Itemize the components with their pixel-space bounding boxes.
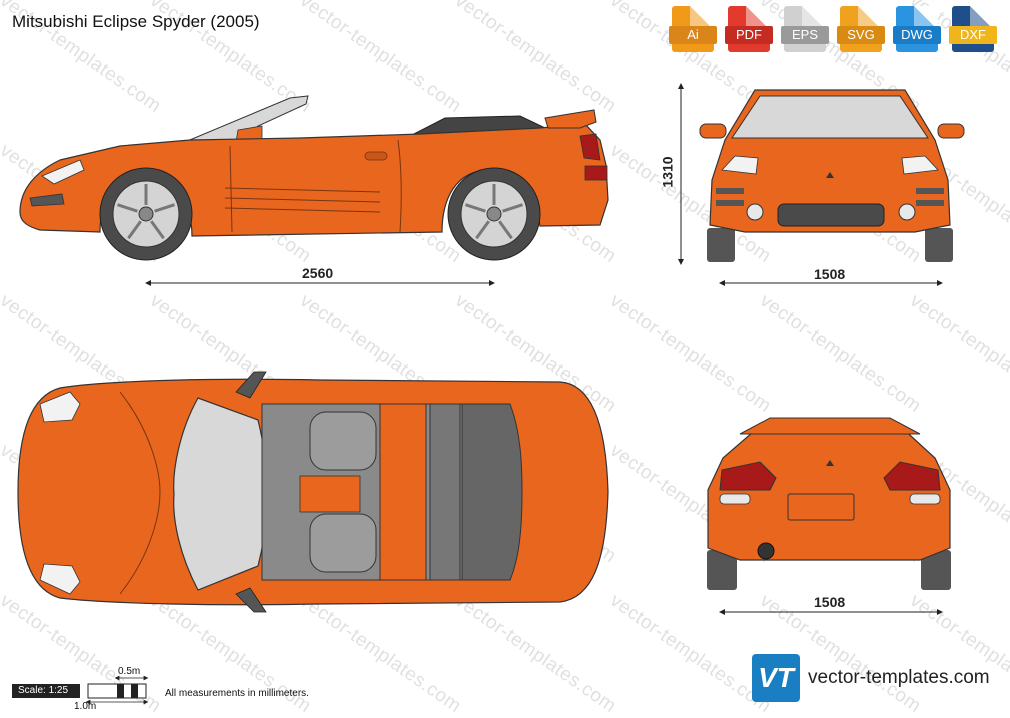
wheel-spoke (150, 220, 165, 240)
scale-bar (85, 675, 149, 705)
format-label: DXF (949, 26, 997, 44)
front-track-label: 1508 (814, 266, 846, 282)
format-badge-dxf[interactable]: DXF (949, 6, 997, 52)
format-badge-dwg[interactable]: DWG (893, 6, 941, 52)
wheelbase-label: 2560 (302, 265, 334, 281)
format-label: DWG (893, 26, 941, 44)
front-view (678, 83, 965, 286)
scale-label: Scale: 1:25 (12, 684, 80, 698)
front-wheel (99, 167, 193, 261)
site-name[interactable]: vector-templates.com (808, 667, 990, 688)
file-corner-icon (690, 6, 714, 30)
wheel-spoke (117, 203, 138, 213)
scale-full-label: 1.0m (74, 701, 97, 712)
measurement-note: All measurements in millimeters. (165, 688, 309, 699)
format-badge-ai[interactable]: Ai (669, 6, 717, 52)
wheel-spoke (127, 220, 142, 240)
rear-view (707, 417, 951, 615)
top-view (17, 371, 609, 613)
format-badge-pdf[interactable]: PDF (725, 6, 773, 52)
format-label: SVG (837, 26, 885, 44)
wheel-spoke (498, 220, 513, 240)
height-label: 1310 (659, 156, 676, 188)
side-view (19, 95, 609, 286)
rear-track-label: 1508 (814, 594, 846, 610)
page-title: Mitsubishi Eclipse Spyder (2005) (12, 12, 260, 31)
scale-half-label: 0.5m (118, 666, 141, 677)
format-badge-svg[interactable]: SVG (837, 6, 885, 52)
wheel-spoke (154, 203, 175, 213)
format-badge-eps[interactable]: EPS (781, 6, 829, 52)
vt-logo: VT (752, 654, 800, 702)
rear-wheel (447, 167, 541, 261)
file-corner-icon (802, 6, 826, 30)
wheel-spoke (465, 203, 486, 213)
format-label: Ai (669, 26, 717, 44)
format-label: PDF (725, 26, 773, 44)
wheel-spoke (475, 220, 490, 240)
format-label: EPS (781, 26, 829, 44)
wheel-spoke (502, 203, 523, 213)
